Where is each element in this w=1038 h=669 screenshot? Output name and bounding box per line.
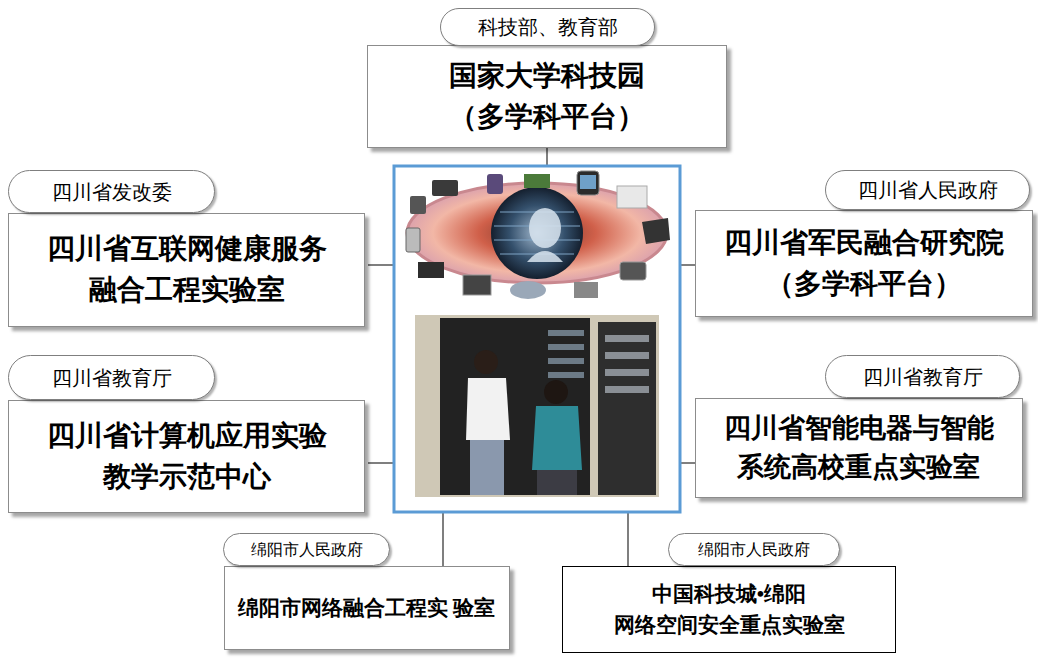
authority-name: 四川省人民政府 (858, 179, 998, 201)
router-icon (617, 186, 647, 208)
rack-unit (548, 344, 584, 350)
authority-name: 四川省教育厅 (52, 367, 172, 389)
lab-name: 绵阳市网络融合工程实 验室 (238, 593, 495, 623)
leader-line (368, 462, 393, 464)
laptop-icon (642, 218, 670, 244)
rack-unit (605, 335, 649, 342)
lab-name: 四川省计算机应用实验 教学示范中心 (27, 416, 347, 497)
lab-text-group: 绵阳市网络融合工程实 验室 (238, 593, 495, 623)
authority-name: 科技部、教育部 (478, 16, 618, 38)
circuit-board-icon (524, 174, 550, 188)
lab-text-group: 中国科技城•绵阳 网络空间安全重点实验室 (579, 579, 879, 640)
lab-text-group: 四川省智能电器与智能 系统高校重点实验室 (709, 409, 1009, 487)
rack-unit (548, 372, 584, 378)
monitor-icon (418, 262, 444, 278)
lab-photo (415, 315, 659, 497)
lab-box: 绵阳市网络融合工程实 验室 (224, 566, 510, 650)
authority-name: 四川省发改委 (52, 181, 172, 203)
person-head (474, 350, 498, 374)
server-rack (598, 322, 656, 495)
authority-tab: 四川省教育厅 (825, 355, 1020, 398)
rack-unit (548, 330, 584, 336)
lab-name: 国家大学科技园 （多学科平台） (387, 56, 707, 137)
gps-icon (620, 262, 646, 280)
car-icon (510, 281, 546, 299)
lab-text-group: 四川省军民融合研究院 （多学科平台） (709, 223, 1019, 304)
lab-name: 四川省智能电器与智能 系统高校重点实验室 (709, 409, 1009, 487)
authority-tab: 绵阳市人民政府 (223, 533, 390, 566)
person-head (544, 380, 568, 404)
robot-shoulders (527, 251, 563, 262)
robot-head (529, 208, 561, 248)
lab-box: 四川省军民融合研究院 （多学科平台） (695, 210, 1033, 317)
lab-name: 四川省互联网健康服务 融合工程实验室 (27, 229, 347, 310)
lab-box: 四川省互联网健康服务 融合工程实验室 (8, 213, 365, 327)
authority-tab: 四川省教育厅 (8, 355, 215, 400)
leader-line (546, 148, 548, 165)
lab-box: 四川省智能电器与智能 系统高校重点实验室 (695, 398, 1023, 498)
card-icon (574, 282, 598, 298)
phone-icon (432, 180, 458, 196)
rack-unit (605, 369, 649, 376)
lab-text-group: 国家大学科技园 （多学科平台） (387, 56, 707, 137)
tablet-icon (463, 275, 491, 295)
leader-line (442, 512, 444, 566)
lab-name: 中国科技城•绵阳 网络空间安全重点实验室 (579, 579, 879, 640)
handset-icon (406, 228, 420, 252)
server-rack (440, 318, 590, 495)
authority-tab: 四川省人民政府 (825, 170, 1030, 210)
rack-unit (605, 386, 649, 393)
rack-unit (605, 352, 649, 359)
picture-frame (394, 166, 680, 512)
lab-text-group: 四川省计算机应用实验 教学示范中心 (27, 416, 347, 497)
person-trousers (537, 470, 577, 495)
lab-name: 四川省军民融合研究院 （多学科平台） (709, 223, 1019, 304)
lab-text-group: 四川省互联网健康服务 融合工程实验室 (27, 229, 347, 310)
person-teal-shirt (532, 406, 582, 470)
person-jeans (470, 440, 504, 495)
network-oval (407, 183, 667, 283)
watch-icon (577, 171, 599, 195)
lab-box: 国家大学科技园 （多学科平台） (367, 45, 727, 148)
lab-box: 中国科技城•绵阳 网络空间安全重点实验室 (562, 566, 896, 653)
authority-name: 绵阳市人民政府 (698, 541, 810, 559)
authority-tab: 科技部、教育部 (440, 8, 655, 46)
rack-unit (548, 358, 584, 364)
data-center-core (491, 187, 583, 279)
authority-tab: 四川省发改委 (8, 170, 215, 213)
leader-line (627, 512, 629, 566)
authority-name: 绵阳市人民政府 (251, 541, 363, 559)
mobile-icon (487, 174, 503, 194)
lab-box: 四川省计算机应用实验 教学示范中心 (8, 400, 365, 513)
leader-line (368, 264, 393, 266)
watch-screen (580, 175, 596, 189)
scanner-icon (410, 196, 426, 214)
authority-name: 四川省教育厅 (863, 366, 983, 388)
authority-tab: 绵阳市人民政府 (668, 533, 840, 566)
person-white-shirt (466, 378, 510, 440)
